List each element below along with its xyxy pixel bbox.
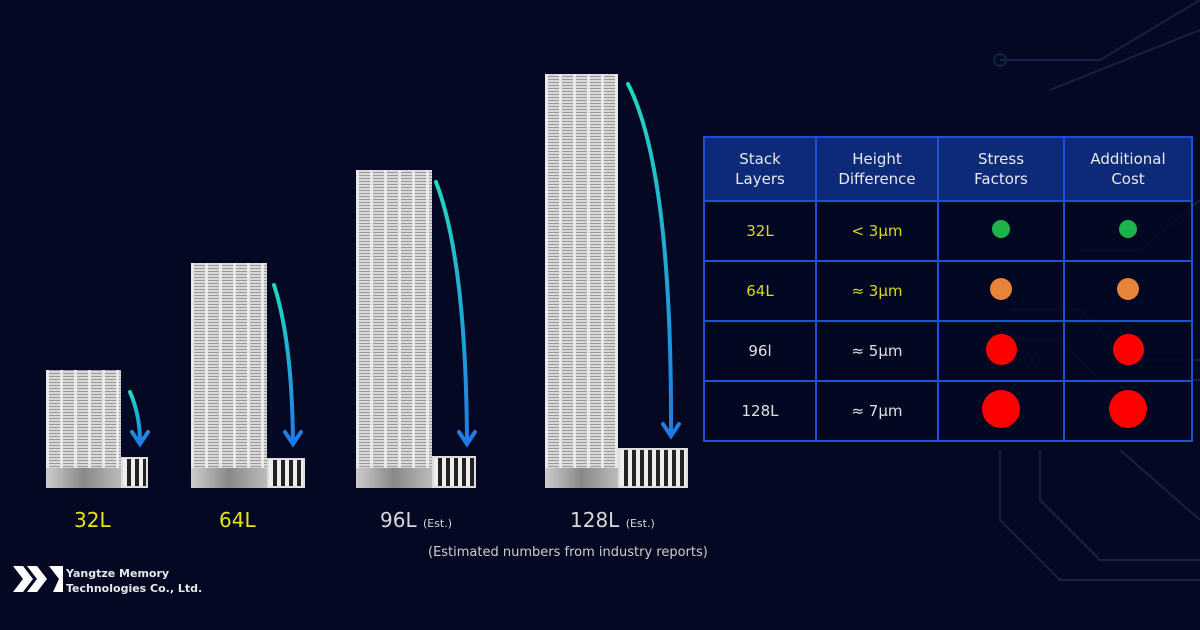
- arrow-128l: [626, 82, 681, 440]
- stack-64l-periphery: [267, 458, 305, 488]
- stress-indicator-dot: [990, 278, 1012, 300]
- stress-indicator-dot: [992, 220, 1010, 238]
- arrow-64l: [272, 283, 303, 448]
- label-96l: 96L (Est.): [380, 508, 453, 532]
- stack-96l-periphery: [432, 456, 476, 488]
- ymtc-logo: [13, 566, 63, 592]
- cell-layers: 96l: [703, 320, 817, 382]
- arrow-96l: [434, 180, 477, 448]
- footnote: (Estimated numbers from industry reports…: [428, 545, 708, 560]
- table-row: 32L < 3μm: [703, 200, 1193, 262]
- cell-layers: 128L: [703, 380, 817, 442]
- stack-32l-image: [46, 370, 121, 488]
- stress-indicator-dot: [985, 333, 1017, 365]
- cell-height: < 3μm: [815, 200, 939, 262]
- table-row: 64L ≈ 3μm: [703, 260, 1193, 322]
- cost-indicator-dot: [1119, 220, 1137, 238]
- label-128l: 128L (Est.): [570, 508, 655, 532]
- stack-128l-image: [545, 74, 618, 488]
- label-32l: 32L: [74, 508, 111, 532]
- cell-height: ≈ 3μm: [815, 260, 939, 322]
- cost-indicator-dot: [1109, 390, 1147, 428]
- cell-layers: 32L: [703, 200, 817, 262]
- stack-64l-image: [191, 263, 267, 488]
- cost-indicator-dot: [1112, 333, 1144, 365]
- cost-indicator-dot: [1117, 278, 1139, 300]
- cell-layers: 64L: [703, 260, 817, 322]
- arrow-32l: [128, 390, 150, 448]
- stack-32l-periphery: [121, 457, 148, 488]
- stack-96l-image: [356, 170, 432, 488]
- cell-height: ≈ 7μm: [815, 380, 939, 442]
- table-row: 128L ≈ 7μm: [703, 380, 1193, 442]
- stack-128l-periphery: [618, 448, 688, 488]
- label-64l: 64L: [219, 508, 256, 532]
- stress-indicator-dot: [982, 390, 1020, 428]
- cell-height: ≈ 5μm: [815, 320, 939, 382]
- table-row: 96l ≈ 5μm: [703, 320, 1193, 382]
